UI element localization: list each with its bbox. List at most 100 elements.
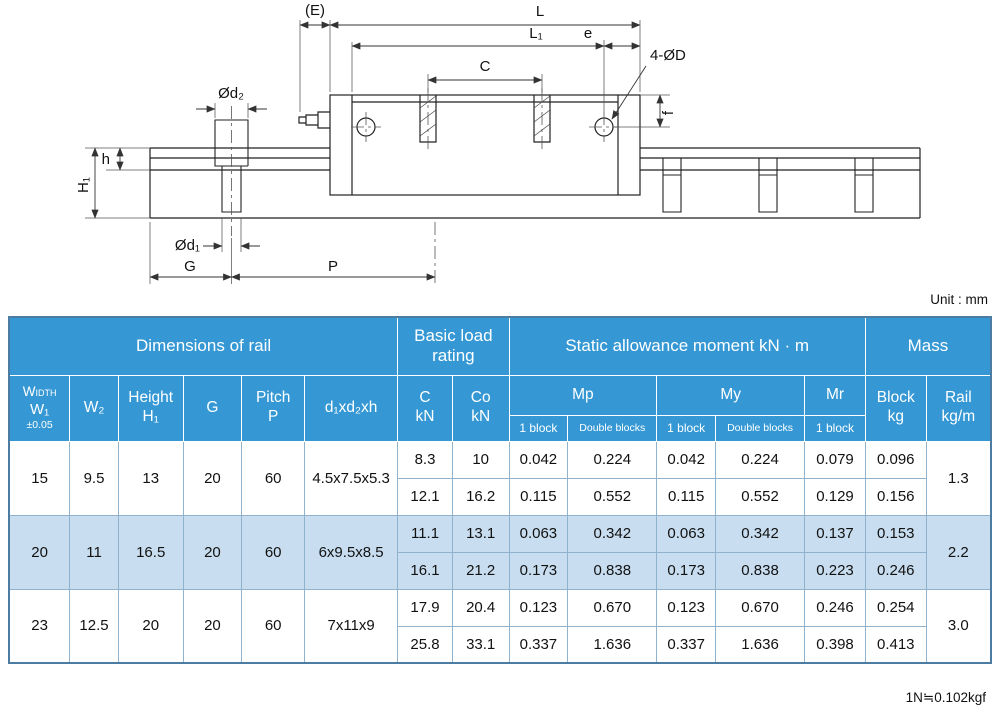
- col-my-double: Double blocks: [715, 414, 806, 442]
- col-w2: W₂: [69, 374, 119, 442]
- col-height-h1: Height H₁: [117, 374, 184, 442]
- unit-label: Unit : mm: [930, 292, 988, 307]
- dim-label-H1: H₁: [75, 177, 92, 193]
- cell-c: 17.9: [397, 588, 453, 627]
- cell-h1: 16.5: [117, 514, 184, 590]
- w1-tolerance: ±0.05: [26, 418, 53, 431]
- cell-mr-1block: 0.129: [804, 477, 866, 516]
- cell-mp-double: 0.670: [567, 588, 658, 627]
- cell-mp-1block: 0.063: [508, 514, 569, 553]
- dim-label-4-OD: 4-ØD: [650, 47, 686, 64]
- cell-mp-1block: 0.337: [508, 625, 569, 664]
- dim-label-P: P: [328, 258, 338, 275]
- w1-title: Width: [22, 384, 57, 400]
- dimension-labels: (E) L L₁ e C 4-ØD f Ød₂ h H₁ Ød₁ G P: [75, 2, 686, 275]
- col-pitch-p: Pitch P: [241, 374, 306, 442]
- cell-block-kg: 0.156: [864, 477, 927, 516]
- col-block-kg: Block kg: [864, 374, 927, 442]
- col-g: G: [182, 374, 243, 442]
- cell-c: 25.8: [397, 625, 453, 664]
- col-mp: Mp: [508, 374, 658, 416]
- cell-mp-double: 0.224: [567, 440, 658, 479]
- cell-w1: 15: [8, 440, 71, 516]
- cell-mp-1block: 0.115: [508, 477, 569, 516]
- cell-g: 20: [182, 514, 243, 590]
- block-outline: [298, 94, 641, 196]
- cell-mr-1block: 0.398: [804, 625, 866, 664]
- col-mr-1block: 1 block: [804, 414, 866, 442]
- col-mp-1block: 1 block: [508, 414, 569, 442]
- cell-mp-double: 0.552: [567, 477, 658, 516]
- cell-w2: 9.5: [69, 440, 119, 516]
- cell-my-double: 0.552: [715, 477, 806, 516]
- cell-p: 60: [241, 588, 306, 664]
- cell-my-1block: 0.337: [656, 625, 717, 664]
- cell-p: 60: [241, 440, 306, 516]
- cell-co: 13.1: [451, 514, 510, 553]
- col-my-1block: 1 block: [656, 414, 717, 442]
- cell-my-double: 0.342: [715, 514, 806, 553]
- spec-table: Dimensions of rail Basic load rating Sta…: [8, 316, 992, 664]
- cell-d: 7x11x9: [304, 588, 399, 664]
- cell-co: 10: [451, 440, 510, 479]
- extension-lines: [85, 20, 670, 284]
- cell-rail-mass: 3.0: [925, 588, 992, 664]
- cell-my-double: 0.838: [715, 551, 806, 590]
- cell-mp-1block: 0.173: [508, 551, 569, 590]
- dim-label-d2: Ød₂: [218, 85, 244, 102]
- cell-my-1block: 0.173: [656, 551, 717, 590]
- cell-my-1block: 0.063: [656, 514, 717, 553]
- col-mr: Mr: [804, 374, 866, 416]
- cell-d: 6x9.5x8.5: [304, 514, 399, 590]
- col-rail-kgm: Rail kg/m: [925, 374, 992, 442]
- dim-label-f: f: [660, 110, 677, 115]
- cell-block-kg: 0.096: [864, 440, 927, 479]
- cell-co: 33.1: [451, 625, 510, 664]
- cell-my-1block: 0.123: [656, 588, 717, 627]
- cell-g: 20: [182, 440, 243, 516]
- cell-c: 12.1: [397, 477, 453, 516]
- cell-block-kg: 0.153: [864, 514, 927, 553]
- cell-w2: 11: [69, 514, 119, 590]
- col-my: My: [656, 374, 806, 416]
- cell-w1: 20: [8, 514, 71, 590]
- cell-block-kg: 0.413: [864, 625, 927, 664]
- cell-mp-double: 0.342: [567, 514, 658, 553]
- cell-mr-1block: 0.223: [804, 551, 866, 590]
- cell-rail-mass: 2.2: [925, 514, 992, 590]
- dim-label-e: e: [584, 25, 592, 42]
- col-width-w1: Width W₁ ±0.05: [8, 374, 71, 442]
- cell-mp-double: 0.838: [567, 551, 658, 590]
- footnote-conversion: 1N≒0.102kgf: [905, 690, 986, 705]
- col-c-kn: C kN: [397, 374, 453, 442]
- rail-outline: [149, 147, 921, 219]
- header-basic-load-rating: Basic load rating: [397, 316, 510, 376]
- dimension-lines: [91, 21, 664, 281]
- cell-mp-1block: 0.042: [508, 440, 569, 479]
- col-co-kn: Co kN: [451, 374, 510, 442]
- cell-block-kg: 0.254: [864, 588, 927, 627]
- cell-my-double: 1.636: [715, 625, 806, 664]
- dim-label-C: C: [480, 58, 491, 75]
- cell-h1: 13: [117, 440, 184, 516]
- cell-mp-1block: 0.123: [508, 588, 569, 627]
- header-static-moment: Static allowance moment kN · m: [508, 316, 866, 376]
- dim-label-L1: L₁: [529, 25, 542, 42]
- w1-symbol: W₁: [30, 400, 50, 418]
- cell-co: 20.4: [451, 588, 510, 627]
- col-d1d2h: d₁xd₂xh: [304, 374, 399, 442]
- dim-label-E: (E): [305, 2, 325, 19]
- cell-co: 16.2: [451, 477, 510, 516]
- cell-my-1block: 0.115: [656, 477, 717, 516]
- cell-mr-1block: 0.137: [804, 514, 866, 553]
- cell-p: 60: [241, 514, 306, 590]
- cell-h1: 20: [117, 588, 184, 664]
- cell-c: 8.3: [397, 440, 453, 479]
